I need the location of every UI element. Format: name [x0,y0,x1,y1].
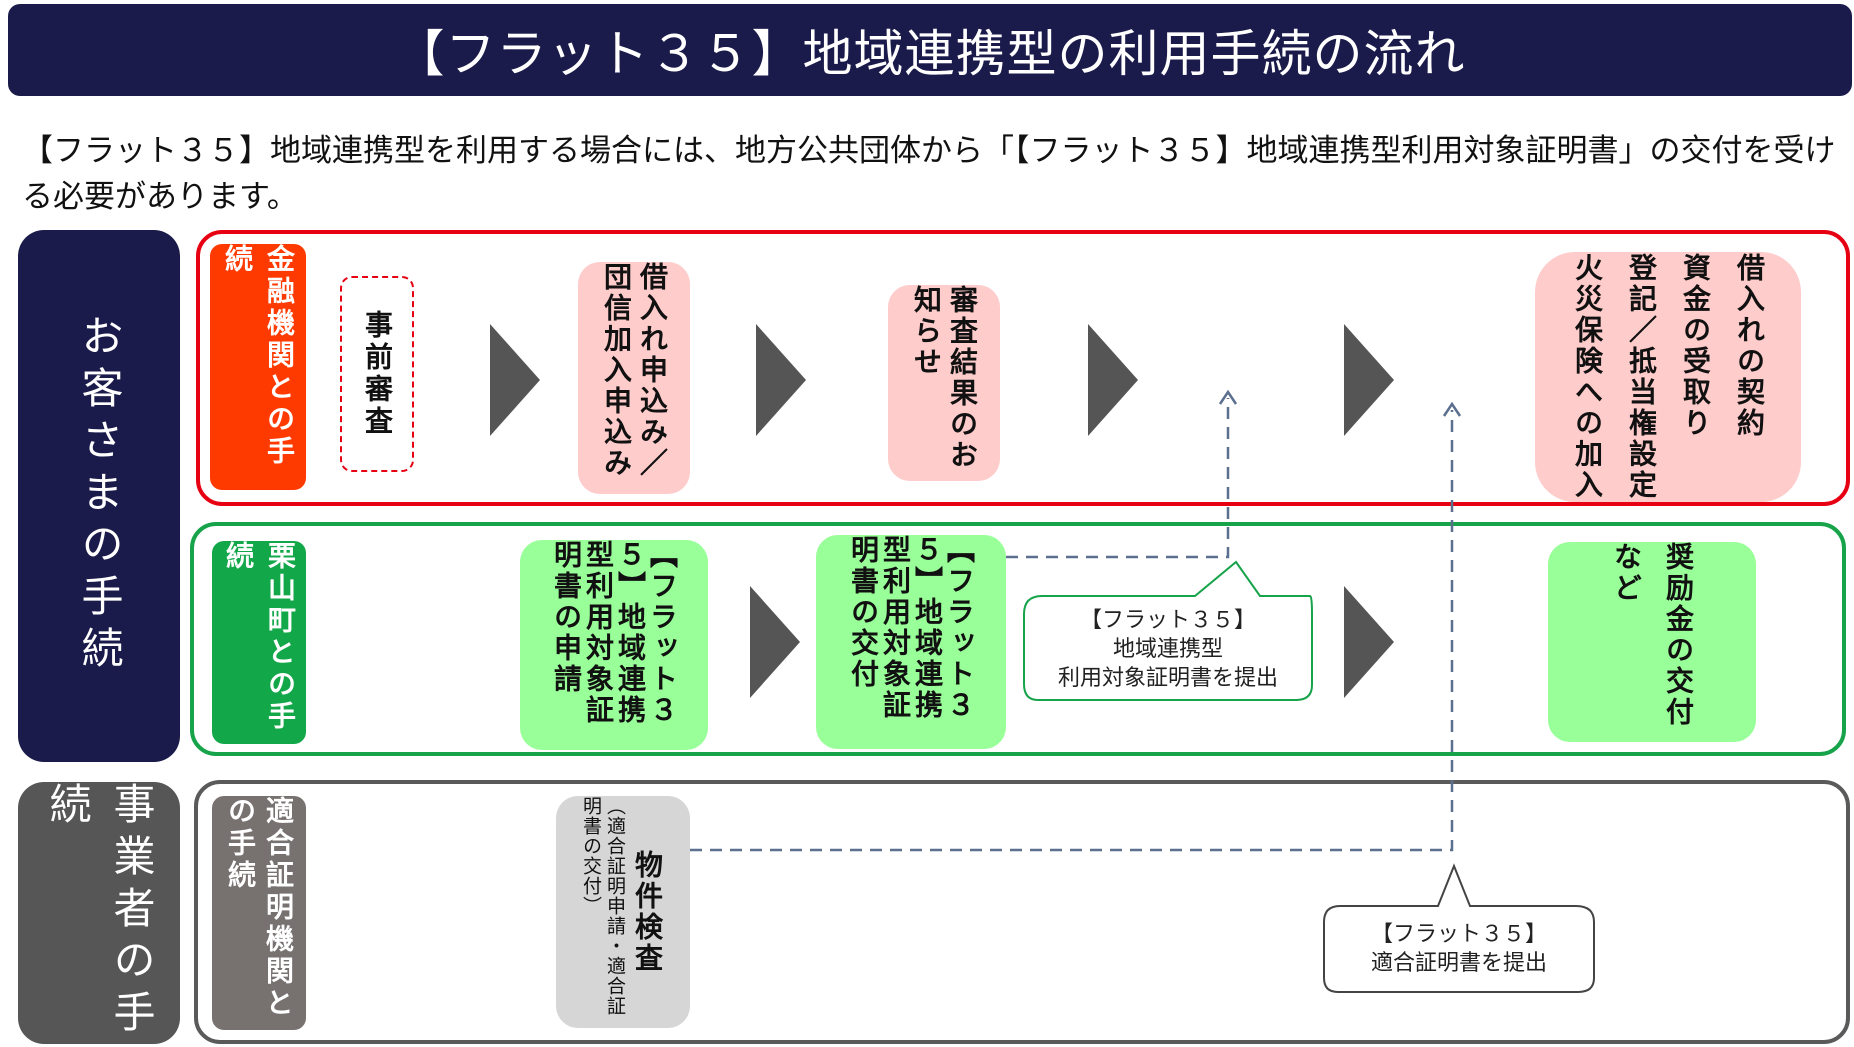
financial-party-text: 金融機関との手続 [221,244,296,468]
page-title: 【フラット３５】地域連携型の利用手続の流れ [394,25,1466,83]
business-procedures-text: 事業者の手続 [43,782,156,1042]
flow-arrow-3 [1088,324,1138,436]
step-incentive-text: 奨励金の交付など [1610,542,1695,728]
flow-arrow-6 [1344,586,1394,698]
business-procedures-label: 事業者の手続 [18,782,180,1044]
intro-text: 【フラット３５】地域連携型を利用する場合には、地方公共団体から「【フラット３５】… [22,133,1836,215]
note-cert-line-1: 【フラット３５】 [1079,607,1256,633]
step-review-result-text: 審査結果のお知らせ [910,285,979,471]
step-inspection-text: 物件検査 [631,850,664,974]
financial-party-label: 金融機関との手続 [210,244,306,490]
connector-cert-line [1006,398,1230,559]
step-cert-issue: 【フラット３５】地域連携型利用対象証明書の交付 [816,535,1006,749]
step-application: 借入れ申込み／団信加入申込み [578,262,690,494]
step-contract-text: 借入れの契約 [1733,253,1766,439]
note-cert-text-box: 【フラット３５】 地域連携型 利用対象証明書を提出 [1024,598,1312,700]
town-party-text: 栗山町との手続 [222,541,297,733]
note-cert-callout [1023,560,1313,701]
connector-cert-arrowhead [1218,389,1238,405]
step-incentive: 奨励金の交付など [1548,542,1756,742]
note-conformity-line-1: 【フラット３５】 [1370,922,1547,947]
note-conformity-callout [1323,863,1595,993]
step-pre-review: 事前審査 [340,276,414,472]
customer-procedures-text: お客さまの手続 [75,314,124,678]
flow-arrow-1 [490,324,540,436]
step-pre-review-text: 事前審査 [361,310,394,438]
note-conformity-line-2: 適合証明書を提出 [1370,951,1547,976]
step-contract-text-2: 資金の受取り [1679,253,1712,439]
step-application-text: 借入れ申込み／団信加入申込み [600,262,669,479]
flow-arrow-2 [756,324,806,436]
town-party-label: 栗山町との手続 [212,541,306,744]
step-cert-apply: 【フラット３５】地域連携型利用対象証明書の申請 [520,540,708,750]
certifier-party-text: 適合証明機関との手続 [224,796,295,1020]
step-inspection: 物件検査 （適合証明申請・適合証明書の交付） [556,796,690,1028]
step-review-result: 審査結果のお知らせ [888,285,1000,481]
flow-arrow-5 [750,586,800,698]
note-conformity-text-box: 【フラット３５】 適合証明書を提出 [1324,906,1594,992]
note-cert-line-3: 利用対象証明書を提出 [1057,665,1278,691]
customer-procedures-label: お客さまの手続 [18,230,180,762]
step-contract: 借入れの契約 資金の受取り 登記／抵当権設定 火災保険への加入 [1535,252,1801,502]
flow-arrow-4 [1344,324,1394,436]
step-inspection-subtext: （適合証明申請・適合証明書の交付） [580,796,626,1016]
connector-conformity-line [690,410,1454,852]
certifier-party-label: 適合証明機関との手続 [212,796,306,1030]
step-contract-text-4: 火災保険への加入 [1571,253,1604,501]
note-cert-line-2: 地域連携型 [1112,636,1223,662]
step-contract-text-3: 登記／抵当権設定 [1625,253,1658,501]
step-cert-apply-text: 【フラット３５】地域連携型利用対象証明書の申請 [550,540,679,726]
connector-conformity-arrowhead [1442,401,1462,417]
step-cert-issue-text: 【フラット３５】地域連携型利用対象証明書の交付 [847,535,976,721]
title-bar: 【フラット３５】地域連携型の利用手続の流れ [8,4,1852,96]
